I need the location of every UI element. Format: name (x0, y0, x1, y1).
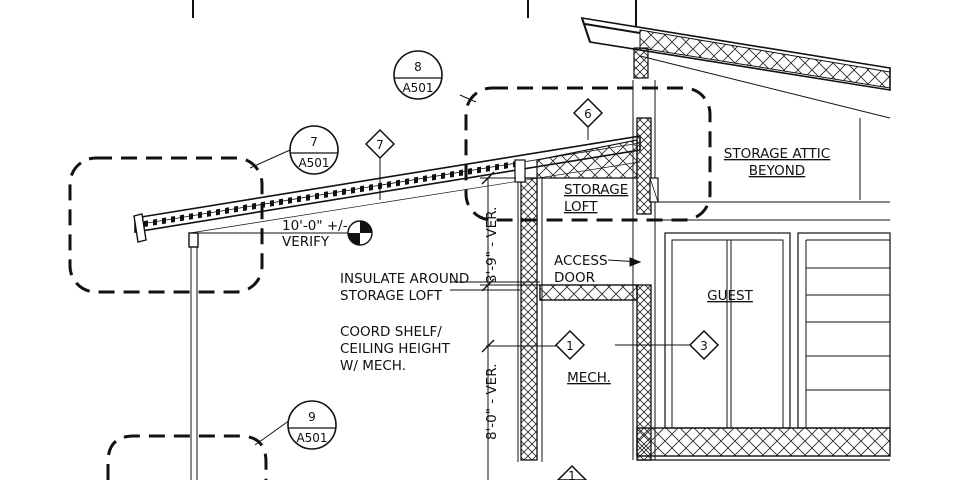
svg-text:1: 1 (566, 339, 574, 353)
loft-floor (539, 284, 638, 301)
access-door-label-2: DOOR (554, 270, 595, 286)
insulate-note: INSULATE AROUND (340, 271, 469, 287)
access-door-label: ACCESS (554, 253, 608, 269)
keynote-3: 3 (688, 329, 720, 361)
overhang-dimension: 10'-0" +/- VERIFY (198, 218, 373, 250)
overhang-dim-label: 10'-0" +/- (282, 218, 348, 234)
detail-boundaries (68, 86, 712, 480)
keynote-1: 1 (554, 329, 586, 361)
keynote-6: 6 (572, 97, 604, 129)
callout-sheet: A501 (296, 431, 327, 445)
dimension-lines (480, 171, 540, 480)
svg-text:7: 7 (376, 138, 384, 152)
storage-attic-label-2: BEYOND (749, 163, 805, 179)
verify-label: VERIFY (282, 234, 330, 250)
detail-callout-7: 7 A501 (289, 125, 339, 175)
support-post (188, 232, 199, 480)
detail-callout-8: 8 A501 (393, 50, 443, 100)
insulate-note-2: STORAGE LOFT (340, 288, 443, 304)
callout-sheet: A501 (298, 156, 329, 170)
keynote-1-lower: 1 (556, 464, 588, 480)
mech-room-label: MECH. (567, 370, 611, 386)
ceiling-height-dim: 8'-0" - VER. (484, 364, 500, 440)
svg-text:1: 1 (568, 469, 576, 480)
storage-loft-label: STORAGE (564, 182, 628, 198)
leader-lines (249, 94, 690, 446)
main-roof (580, 16, 891, 119)
loft-insulation (514, 139, 638, 183)
storage-attic-label: STORAGE ATTIC (724, 146, 830, 162)
storage-loft-label-2: LOFT (564, 199, 598, 215)
callout-number: 9 (308, 410, 316, 424)
coord-note: COORD SHELF/ (340, 324, 442, 340)
keynote-7: 7 (364, 128, 396, 160)
loft-height-dim: 3'-9" - VER. (484, 207, 500, 283)
top-grid-lines (192, 0, 637, 30)
svg-text:6: 6 (584, 107, 592, 121)
guest-room-elevation (655, 118, 891, 429)
callout-number: 8 (414, 60, 422, 74)
coord-note-2: CEILING HEIGHT (340, 341, 451, 357)
guest-room-label: GUEST (707, 288, 753, 304)
floor-insulation (636, 427, 891, 461)
detail-callout-9: 9 A501 (287, 400, 337, 450)
svg-text:3: 3 (700, 339, 708, 353)
callout-number: 7 (310, 135, 318, 149)
callout-sheet: A501 (402, 81, 433, 95)
coord-note-3: W/ MECH. (340, 358, 406, 374)
